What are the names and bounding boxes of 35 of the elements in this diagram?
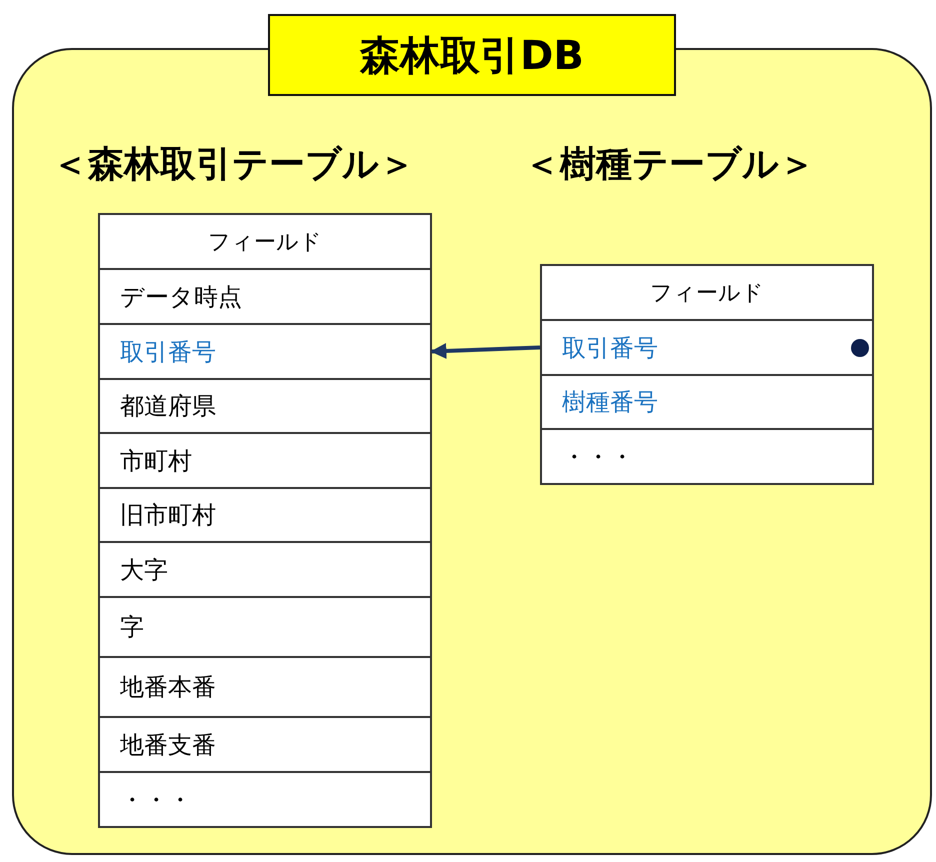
table-row — [98, 378, 432, 434]
field-name: 地番支番 — [120, 730, 216, 760]
field-name: 取引番号 — [120, 336, 216, 368]
field-name: 取引番号 — [562, 332, 658, 364]
field-name: 大字 — [120, 554, 168, 586]
table-row — [98, 771, 432, 828]
field-name: フィールド — [208, 228, 322, 256]
table-row — [98, 268, 432, 325]
table-row — [98, 541, 432, 598]
table-row — [540, 374, 874, 430]
table-row — [98, 487, 432, 543]
table-row — [540, 319, 874, 376]
table-row — [98, 656, 432, 718]
field-name: 都道府県 — [120, 391, 216, 422]
field-name: 地番本番 — [120, 672, 216, 703]
database-container — [12, 14, 932, 855]
table-row — [98, 596, 432, 658]
table-heading: ＜森林取引テーブル＞ — [52, 143, 415, 187]
field-name: ・・・ — [120, 784, 192, 816]
table-heading: ＜樹種テーブル＞ — [524, 143, 815, 187]
table-row — [98, 323, 432, 380]
field-name: 字 — [120, 612, 144, 643]
field-name: ・・・ — [562, 442, 634, 472]
field-name: 樹種番号 — [562, 387, 658, 418]
title-box: 森林取引DB — [268, 14, 676, 96]
table-row — [98, 432, 432, 489]
field-name: 市町村 — [120, 446, 192, 476]
table-row — [98, 716, 432, 773]
arrow — [430, 342, 540, 359]
field-name: フィールド — [650, 280, 764, 308]
field-name: データ時点 — [120, 282, 242, 312]
table-row — [540, 264, 874, 321]
table-row — [98, 213, 432, 270]
table-row — [540, 428, 874, 485]
field-name: 旧市町村 — [120, 500, 216, 531]
